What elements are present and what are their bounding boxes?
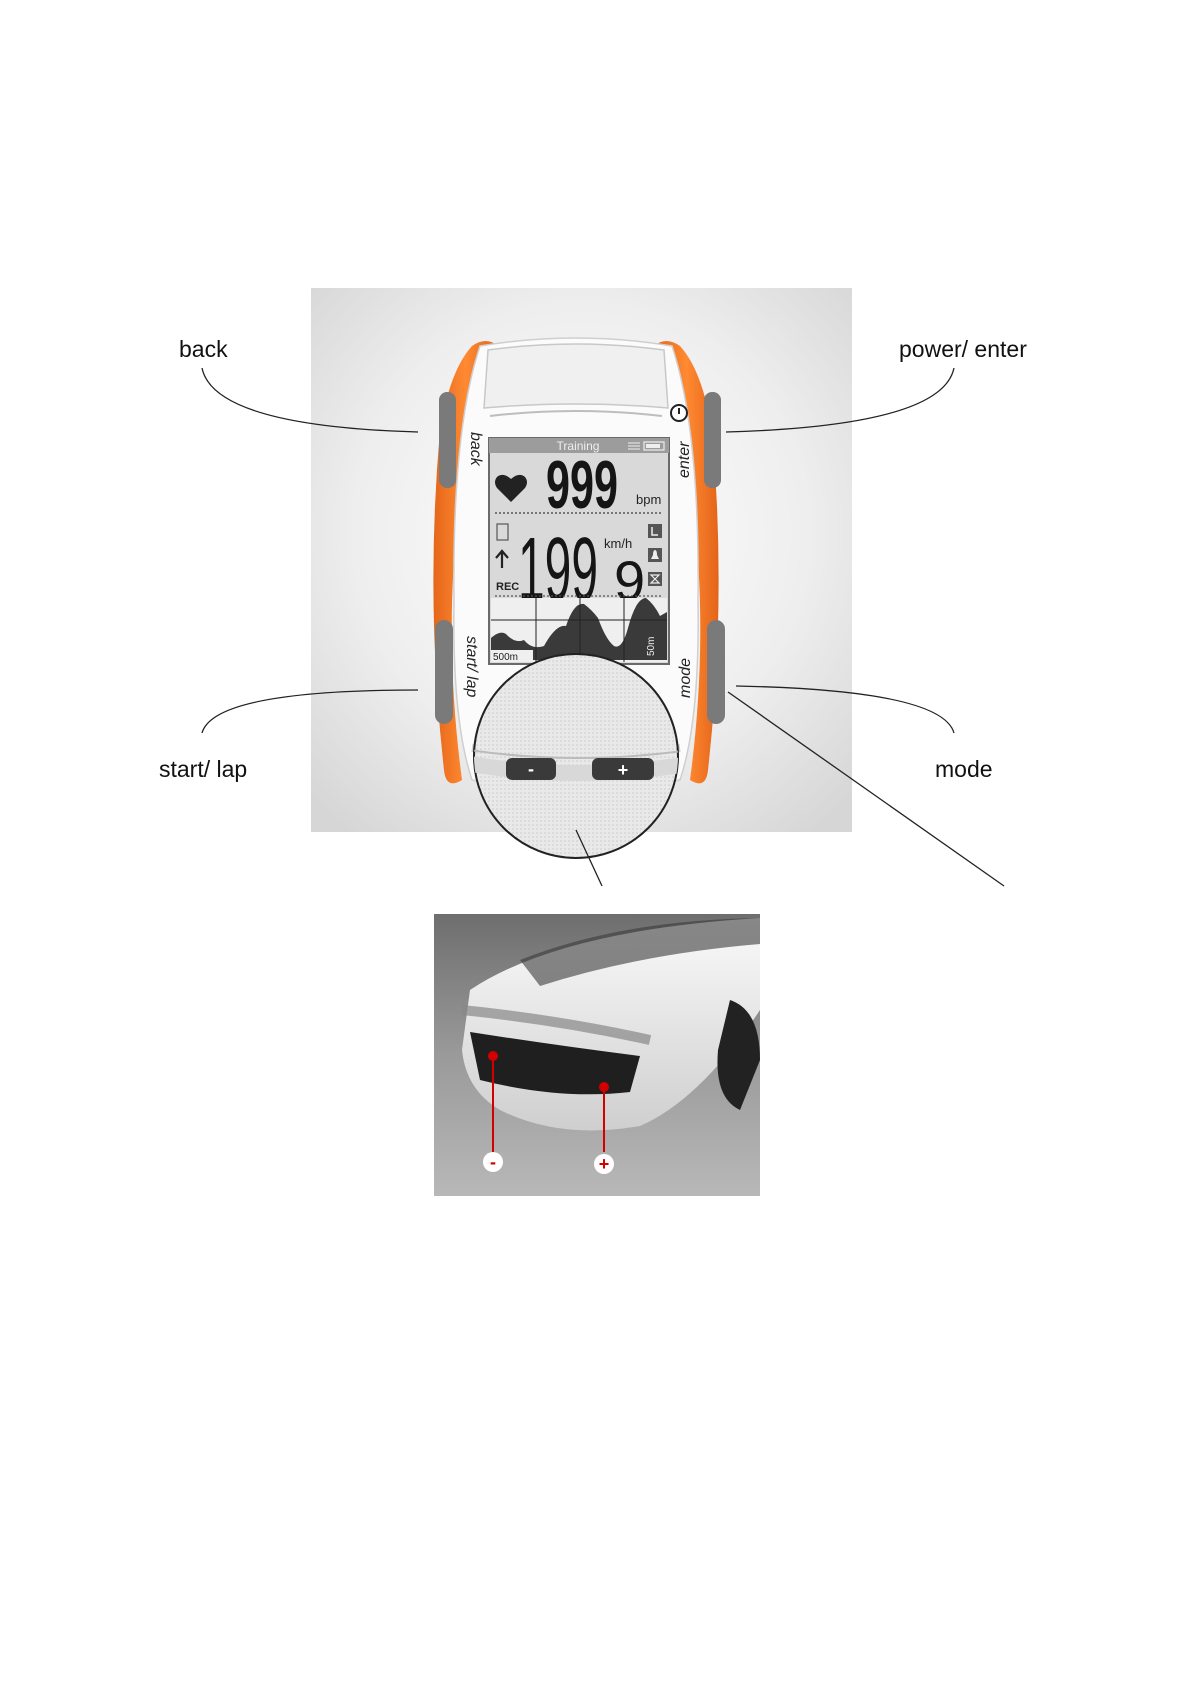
- callout-mode: mode: [935, 756, 993, 783]
- minus-marker-label: -: [490, 1152, 496, 1172]
- device-label-start-lap: start/ lap: [463, 636, 480, 697]
- plus-button-label: +: [618, 760, 629, 780]
- lcd-screen: Training 999 bpm REC 199 9 km/h: [489, 438, 669, 664]
- back-side-button[interactable]: [439, 392, 456, 488]
- hourglass-icon: [648, 572, 662, 586]
- callout-power-enter: power/ enter: [899, 336, 1027, 363]
- plus-marker-label: +: [599, 1154, 610, 1174]
- start-lap-side-button[interactable]: [435, 620, 453, 724]
- lap-icon: [648, 524, 662, 538]
- device-label-back: back: [467, 432, 484, 467]
- minus-marker: -: [483, 1152, 503, 1172]
- callout-start-lap: start/ lap: [159, 756, 247, 783]
- device-label-mode: mode: [677, 658, 694, 698]
- rec-indicator: REC: [496, 581, 519, 593]
- callout-back: back: [179, 336, 228, 363]
- bell-icon: [648, 548, 662, 562]
- speed-unit: km/h: [604, 536, 632, 551]
- profile-distance-scale: 500m: [493, 652, 518, 663]
- plus-marker: +: [594, 1154, 614, 1174]
- mode-side-button[interactable]: [707, 620, 725, 724]
- enter-side-button[interactable]: [704, 392, 721, 488]
- device-label-enter: enter: [676, 441, 693, 478]
- power-icon: [671, 405, 687, 421]
- profile-height-scale: 50m: [646, 637, 657, 656]
- heart-rate-unit: bpm: [636, 492, 661, 507]
- top-lens: [484, 344, 668, 408]
- detail-photo: [434, 914, 760, 1196]
- heart-rate-value: 999: [546, 447, 618, 523]
- minus-button-label: -: [528, 759, 534, 779]
